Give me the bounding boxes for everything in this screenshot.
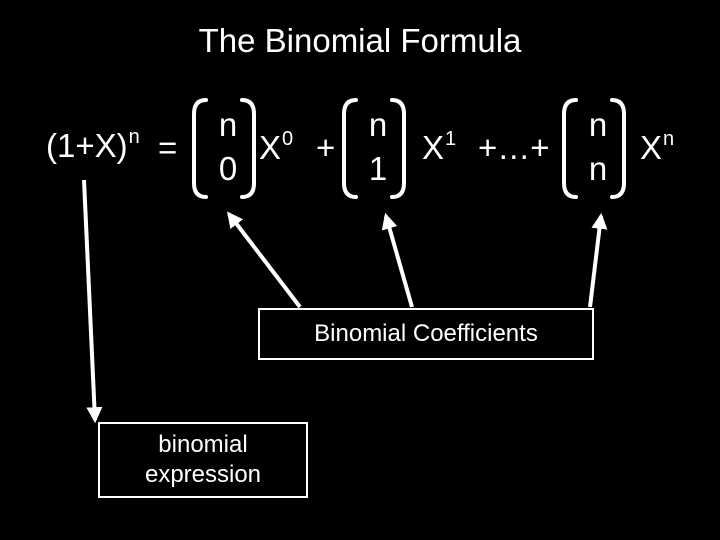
- arrow-to-coefficient-0: [227, 211, 302, 309]
- bracket-0-left: [192, 98, 208, 199]
- term-n-variable: X: [640, 129, 663, 166]
- equals-sign: =: [158, 129, 178, 166]
- binomial-expression-line1: binomial: [158, 431, 248, 458]
- term-0-variable: X: [259, 129, 282, 166]
- binomial-expression-label: binomial expression: [100, 424, 306, 496]
- bracket-0-right: [240, 98, 256, 199]
- lhs-base: (1+X): [46, 127, 128, 164]
- binomial-coefficients-box: Binomial Coefficients: [258, 308, 594, 360]
- coefficient-0-bottom: 0: [218, 150, 238, 187]
- bracket-n-right: [610, 98, 626, 199]
- coefficient-1-top: n: [368, 106, 388, 143]
- coefficient-brackets: [192, 98, 626, 199]
- lhs-exponent: n: [128, 126, 140, 148]
- coefficient-0-top: n: [218, 106, 238, 143]
- coefficient-n-top: n: [588, 106, 608, 143]
- ellipsis-plus: +…+: [478, 129, 550, 166]
- formula-lhs: (1+X)n: [46, 126, 140, 164]
- term-1-variable: X: [422, 129, 445, 166]
- bracket-n-left: [562, 98, 578, 199]
- coefficient-n-bottom: n: [588, 150, 608, 187]
- coefficient-1-bottom: 1: [368, 150, 388, 187]
- arrow-to-coefficient-1: [381, 212, 414, 308]
- binomial-expression-line2: expression: [144, 461, 262, 488]
- term-0-exponent: 0: [282, 128, 294, 150]
- term-n-exponent: n: [663, 128, 675, 150]
- plus-sign: +: [316, 129, 336, 166]
- arrow-to-coefficient-n: [588, 212, 608, 308]
- term-0-power: X0: [259, 128, 294, 166]
- bracket-1-left: [342, 98, 358, 199]
- binomial-coefficients-label: Binomial Coefficients: [314, 320, 538, 347]
- bracket-1-right: [390, 98, 406, 199]
- term-1-exponent: 1: [445, 128, 457, 150]
- arrow-to-expression: [82, 179, 103, 424]
- slide-title: The Binomial Formula: [198, 22, 522, 59]
- term-1-power: X1: [422, 128, 457, 166]
- coefficient-arrows: [82, 179, 608, 424]
- term-n-power: Xn: [640, 128, 675, 166]
- binomial-expression-box: binomial expression: [98, 422, 308, 498]
